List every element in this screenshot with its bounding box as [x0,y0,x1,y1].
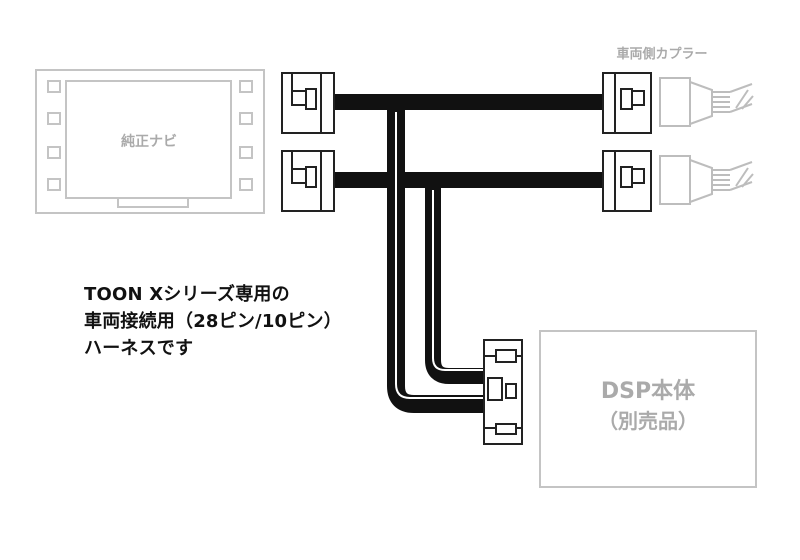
navi-unit [35,69,265,214]
car-coupler-mid [659,155,754,205]
harness-connector-top-left [281,72,335,134]
description-line-3: ハーネスです [84,338,194,359]
car-coupler-top [659,77,754,127]
harness-connector-top-right [602,72,652,134]
harness-cables [330,94,606,413]
dsp-label-line2: （別売品） [598,409,698,433]
harness-connector-mid-right [602,150,652,212]
dsp-label-line1: DSP本体 [601,379,696,404]
dsp-connector [483,339,523,445]
car-coupler-label: 車両側カプラー [616,46,707,62]
description-text: TOON Xシリーズ専用の 車両接続用（28ピン/10ピン） ハーネスです [84,281,342,362]
dsp-unit [539,330,757,488]
description-line-1: TOON Xシリーズ専用の [84,284,290,305]
navi-label: 純正ナビ [121,133,177,150]
cable-highlights [395,112,486,399]
harness-connector-mid-left [281,150,335,212]
description-line-2: 車両接続用（28ピン/10ピン） [84,311,342,332]
